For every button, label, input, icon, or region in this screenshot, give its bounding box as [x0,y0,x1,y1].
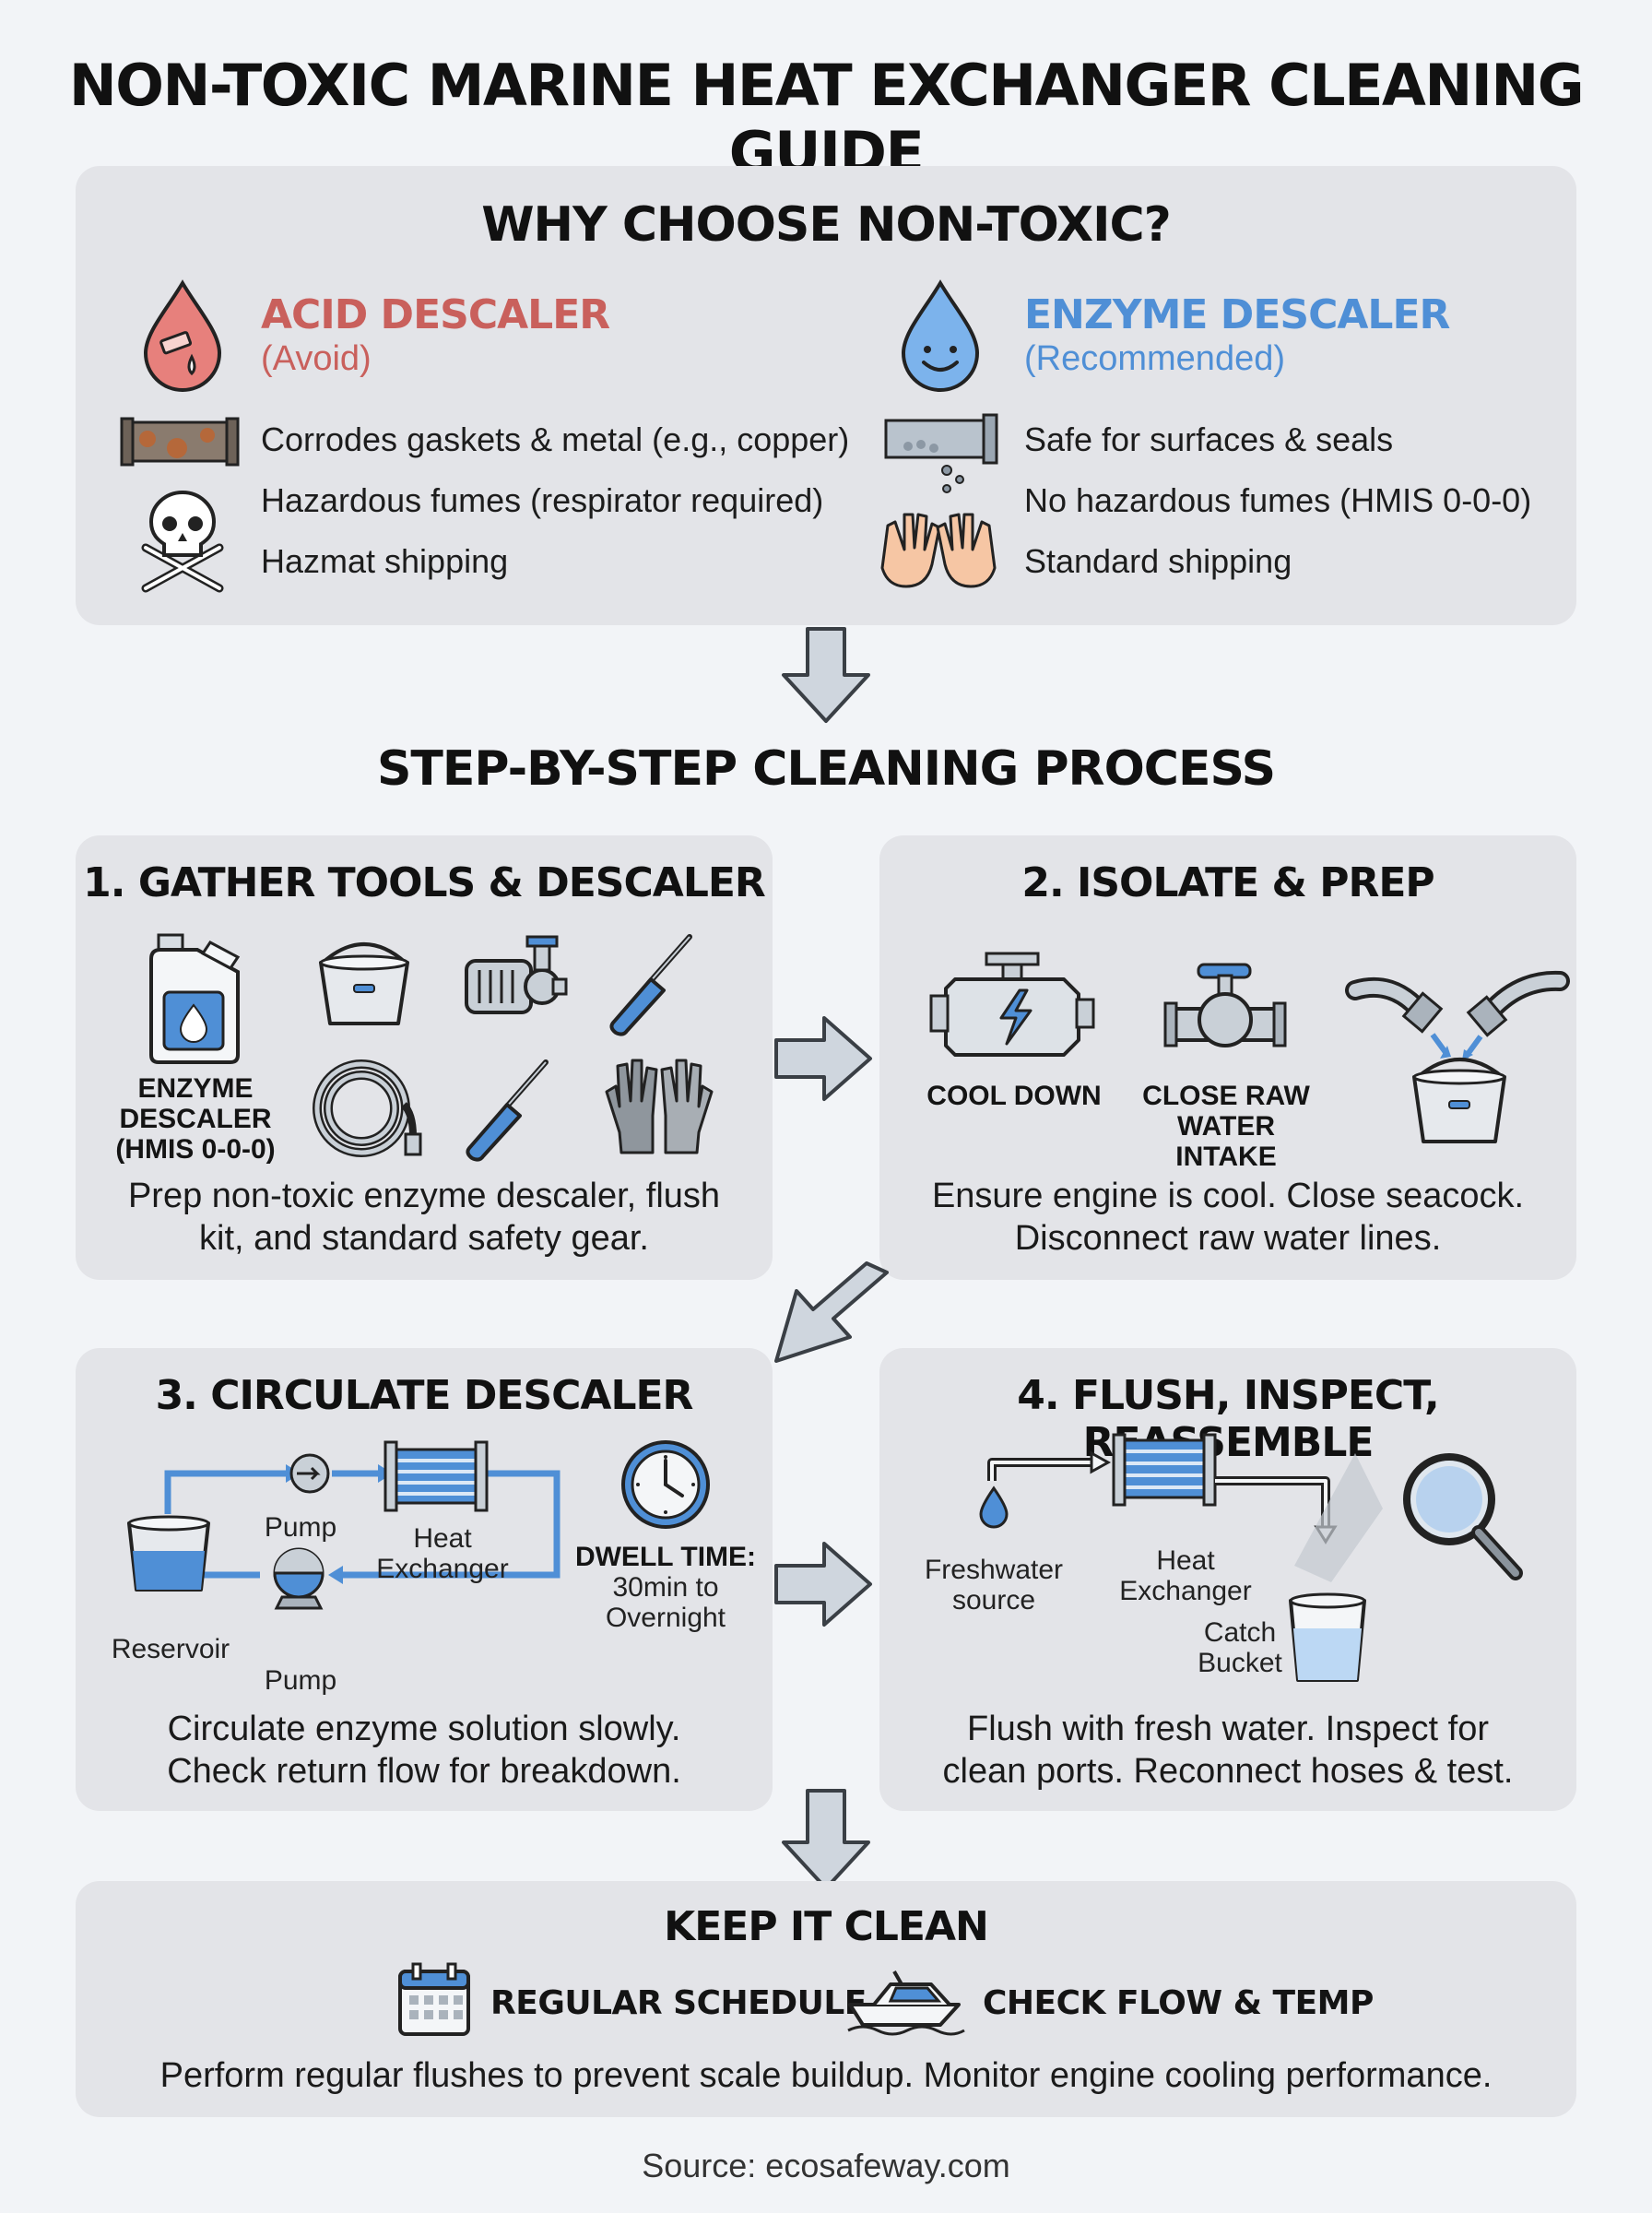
descaler-jug-icon [149,933,241,1064]
gloves-icon [605,1059,714,1154]
engine-icon [929,952,1095,1057]
dwell-time-1: 30min to [612,1572,719,1603]
enzyme-point-2: No hazardous fumes (HMIS 0-0-0) [1024,481,1532,519]
right-arrow-2 [774,1542,872,1627]
step-2-desc-1: Ensure engine is cool. Close seacock. [931,1177,1525,1215]
calendar-icon [398,1962,470,2036]
clean-pipe-icon [884,413,998,493]
acid-point-1: Corrodes gaskets & metal (e.g., copper) [261,420,850,458]
close-intake-label-1: CLOSE RAW [1142,1081,1310,1111]
flush-diagram [979,1433,1383,1682]
step-1-desc-2: kit, and standard safety gear. [199,1219,649,1258]
valve-icon [1163,963,1287,1047]
down-arrow-1 [782,627,870,723]
catch-bucket-label-1: Catch [1203,1617,1277,1648]
boat-icon [847,1970,965,2036]
diagonal-arrow [774,1261,889,1363]
acid-tag: (Avoid) [261,339,372,378]
schedule-label: REGULAR SCHEDULE [490,1984,867,2022]
jug-label-2: DESCALER [119,1104,272,1134]
freshwater-label-2: source [951,1585,1036,1615]
step-3-desc-1: Circulate enzyme solution slowly. [167,1710,681,1748]
step-3-title: 3. CIRCULATE DESCALER [155,1372,694,1419]
why-heading: WHY CHOOSE NON-TOXIC? [481,197,1172,253]
hx-label-1-step4: Heat [1156,1545,1215,1576]
pump-icon [465,935,568,1014]
screwdriver-icon-1 [609,934,692,1036]
hx-label-1: Heat [413,1523,472,1554]
jug-label-1: ENZYME [137,1073,254,1104]
dwell-time-2: Overnight [605,1603,726,1633]
step-1-title: 1. GATHER TOOLS & DESCALER [83,859,766,906]
hx-label-2-step4: Exchanger [1119,1576,1252,1606]
skull-crossbones-icon [141,490,224,593]
acid-point-3: Hazmat shipping [261,542,509,580]
step-2-title: 2. ISOLATE & PREP [1021,859,1434,906]
acid-point-2: Hazardous fumes (respirator required) [261,481,824,519]
hose-coil-icon [313,1059,422,1157]
step-4-panel [879,1348,1576,1811]
clock-icon [621,1440,710,1529]
check-label: CHECK FLOW & TEMP [983,1984,1374,2022]
source-credit: Source: ecosafeway.com [642,2147,1010,2184]
right-arrow-1 [774,1016,872,1101]
process-heading: STEP-BY-STEP CLEANING PROCESS [376,741,1276,797]
catch-bucket-label-2: Bucket [1198,1648,1282,1678]
corroded-pipe-icon [120,417,240,467]
page-title: NON-TOXIC MARINE HEAT EXCHANGER CLEANING… [68,52,1585,186]
step-4-desc-1: Flush with fresh water. Inspect for [966,1710,1489,1748]
pump-top-label: Pump [264,1512,337,1543]
down-arrow-2 [782,1789,870,1890]
acid-drop-icon [143,279,222,392]
cool-down-label: COOL DOWN [926,1081,1102,1111]
reservoir-label: Reservoir [111,1634,230,1664]
keep-desc: Perform regular flushes to prevent scale… [159,2056,1493,2095]
keep-heading: KEEP IT CLEAN [664,1903,989,1950]
acid-name: ACID DESCALER [261,291,610,338]
dwell-time-label: DWELL TIME: [574,1542,757,1572]
why-panel [76,166,1576,625]
enzyme-point-3: Standard shipping [1024,542,1292,580]
enzyme-point-1: Safe for surfaces & seals [1024,420,1394,458]
enzyme-drop-icon [901,279,980,392]
magnifying-glass-icon [1403,1453,1523,1580]
circulation-diagram [127,1440,560,1610]
enzyme-tag: (Recommended) [1024,339,1285,378]
enzyme-name: ENZYME DESCALER [1024,291,1450,338]
step-2-desc-2: Disconnect raw water lines. [1014,1219,1442,1258]
step-1-desc-1: Prep non-toxic enzyme descaler, flush [127,1177,721,1215]
pump-bottom-label: Pump [264,1665,337,1696]
hands-icon [880,513,997,588]
disconnect-lines-icon [1345,970,1570,1143]
bucket-icon [319,942,409,1025]
freshwater-label-1: Freshwater [924,1555,1064,1585]
step-3-desc-2: Check return flow for breakdown. [167,1752,681,1791]
close-intake-label-2: WATER INTAKE [1175,1111,1277,1172]
screwdriver-icon-2 [466,1059,549,1162]
jug-label-3: (HMIS 0-0-0) [115,1134,276,1165]
hx-label-2: Exchanger [376,1554,509,1584]
keep-clean-panel [76,1881,1576,2117]
step-4-desc-2: clean ports. Reconnect hoses & test. [942,1752,1514,1791]
